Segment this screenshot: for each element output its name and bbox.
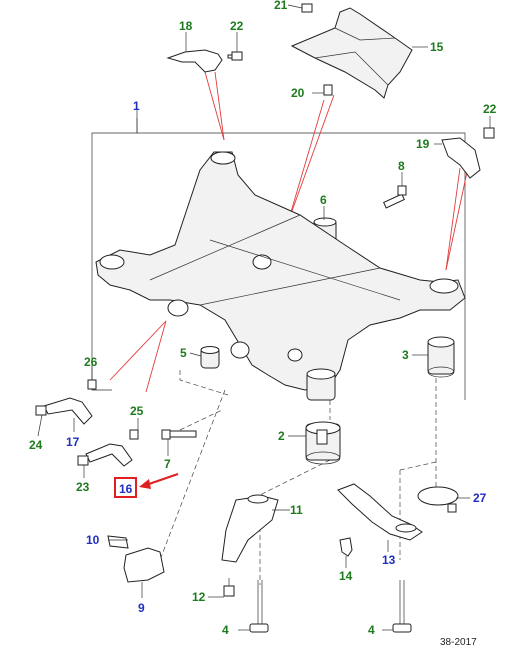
rear-subframe <box>95 151 466 391</box>
callout-14: 14 <box>339 569 353 583</box>
long-bolt-4-left <box>249 580 269 633</box>
highlight-arrow-head <box>139 479 151 489</box>
mount-2 <box>305 421 341 465</box>
bracket-19 <box>441 127 495 179</box>
bracket-17 <box>35 379 97 425</box>
callout-12: 12 <box>192 590 206 604</box>
callout-20: 20 <box>291 86 305 100</box>
subframe-group-outline <box>91 110 466 400</box>
bracket-13 <box>337 483 423 557</box>
callout-17: 17 <box>66 435 80 449</box>
callout-labels: 1 2 3 4 4 5 6 7 8 9 10 11 12 13 14 15 16… <box>29 0 497 637</box>
bushing-5 <box>200 346 220 369</box>
callout-18: 18 <box>179 19 193 33</box>
callout-3: 3 <box>402 348 409 362</box>
callout-15: 15 <box>430 40 444 54</box>
callout-2: 2 <box>278 429 285 443</box>
callout-22-right: 22 <box>483 102 497 116</box>
heat-shield <box>290 7 413 99</box>
callout-23: 23 <box>76 480 90 494</box>
callout-22-top: 22 <box>230 19 244 33</box>
highlight-arrow-shaft <box>145 473 179 486</box>
callout-leaders <box>37 4 491 631</box>
dashed-assembly-lines <box>159 370 437 585</box>
callout-6: 6 <box>320 193 327 207</box>
callout-7: 7 <box>164 457 171 471</box>
callout-19: 19 <box>416 137 430 151</box>
figure-code: 38-2017 <box>440 637 477 648</box>
callout-8: 8 <box>398 159 405 173</box>
callout-4-right: 4 <box>368 623 375 637</box>
red-leader-lines <box>109 71 468 393</box>
bracket-18 <box>166 49 243 73</box>
callout-26: 26 <box>84 355 98 369</box>
callout-10: 10 <box>86 533 100 547</box>
callout-1: 1 <box>133 99 140 113</box>
bracket-9 <box>107 535 165 583</box>
callout-24: 24 <box>29 438 43 452</box>
callout-27: 27 <box>473 491 487 505</box>
callout-4-left: 4 <box>222 623 229 637</box>
plate-27 <box>417 486 459 513</box>
callout-5: 5 <box>180 346 187 360</box>
callout-16: 16 <box>119 482 133 496</box>
long-bolt-4-right <box>392 580 412 633</box>
bracket-16 <box>77 429 139 467</box>
callout-21: 21 <box>274 0 288 12</box>
bolt-8 <box>383 185 407 209</box>
bracket-11 <box>221 494 279 597</box>
highlight-box <box>114 477 137 498</box>
highlight-16 <box>114 473 179 498</box>
callout-13: 13 <box>382 553 396 567</box>
callout-25: 25 <box>130 404 144 418</box>
mount-3 <box>427 336 455 378</box>
callout-9: 9 <box>138 601 145 615</box>
bolt-7 <box>161 429 197 440</box>
mount-top <box>306 368 336 401</box>
callout-11: 11 <box>290 503 303 517</box>
